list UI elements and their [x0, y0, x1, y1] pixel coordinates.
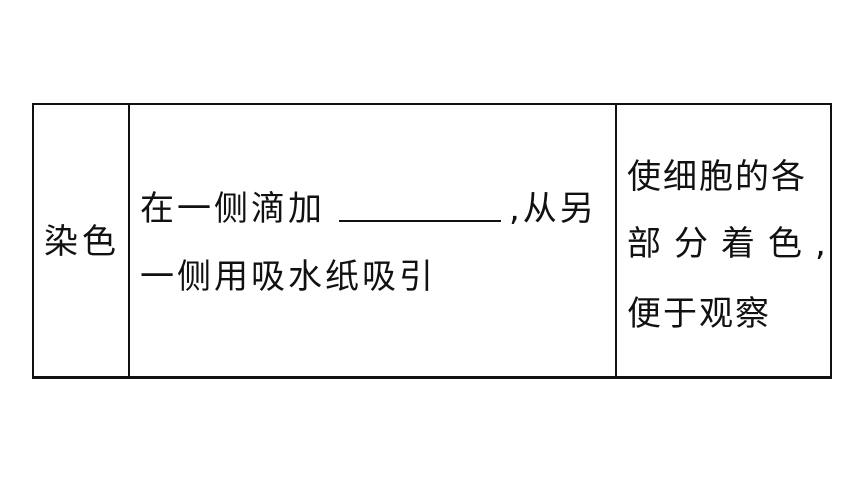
- method-text-before-blank: 在一侧滴加: [140, 189, 325, 229]
- purpose-cell-line-1: 使细胞的各: [627, 157, 807, 197]
- column-divider-1: [128, 103, 130, 378]
- step-cell: 染色: [44, 222, 120, 262]
- table-bottom-rule: [32, 376, 832, 379]
- table-right-border: [830, 103, 832, 378]
- table-left-border: [32, 103, 34, 378]
- table-top-rule: [32, 103, 832, 105]
- method-text-after-blank: ,从另: [509, 189, 597, 229]
- purpose-cell-line-3: 便于观察: [627, 294, 771, 334]
- column-divider-2: [615, 103, 617, 378]
- method-cell-line-1: 在一侧滴加 ,从另: [140, 179, 597, 239]
- purpose-cell-line-2: 部分着色,: [627, 224, 839, 264]
- method-cell-line-2: 一侧用吸水纸吸引: [140, 257, 436, 297]
- fill-in-blank: [339, 190, 501, 222]
